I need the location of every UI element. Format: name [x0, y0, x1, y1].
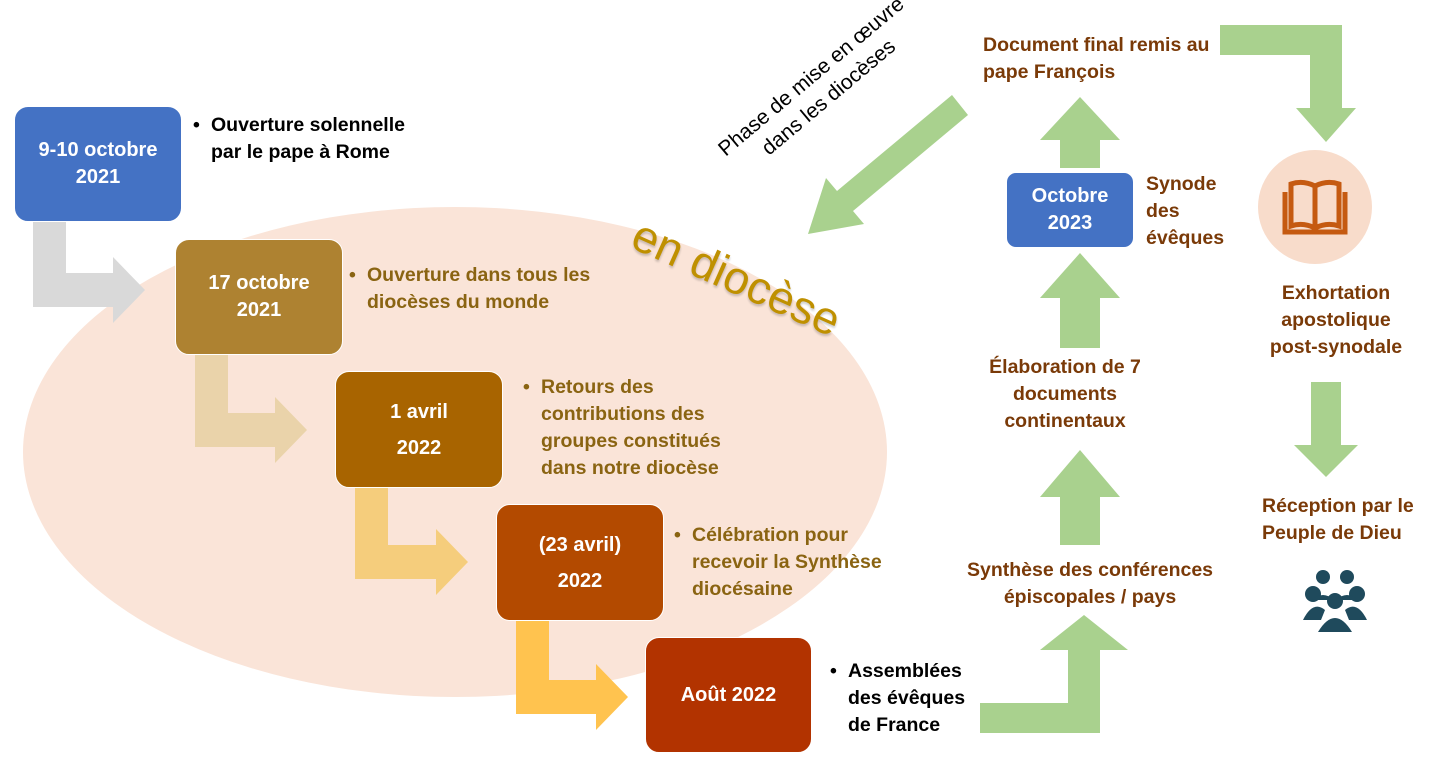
date-line1: Août 2022 [680, 683, 777, 706]
date-line2: 2021 [75, 166, 121, 188]
synode-text: Synode des évêques [1146, 173, 1225, 249]
date-line2: 2021 [236, 299, 282, 321]
timeline-bent-arrow [33, 222, 145, 323]
timeline-bent-arrow [355, 488, 468, 595]
date-line1: Octobre [1031, 185, 1109, 207]
exhortation-text: Exhortation apostolique post-synodale [1269, 282, 1403, 358]
date-box-contributions: 1 avril 2022 [335, 371, 503, 488]
arrow-to-octobre [1040, 253, 1120, 348]
reception-text: Réception par le Peuple de Dieu [1262, 495, 1414, 544]
desc-opening-dioceses: Ouverture dans tous les diocèses du mond… [349, 262, 637, 316]
arrow-to-exhortation [1220, 25, 1356, 142]
date-line2: 2023 [1047, 212, 1093, 234]
elaboration-text: Élaboration de 7 documents continentaux [989, 356, 1141, 432]
arrow-to-synthese [980, 615, 1128, 733]
date-line2: 2022 [396, 436, 442, 459]
arrow-to-elaboration [1040, 450, 1120, 545]
date-box-octobre-2023: Octobre 2023 [1006, 172, 1134, 248]
date-box-assemblees: Août 2022 [645, 637, 812, 753]
people-group-icon [1303, 570, 1367, 632]
document-final-text: Document final remis au pape François [983, 34, 1210, 83]
date-line1: 9-10 octobre [38, 139, 158, 161]
date-box-opening-rome: 9-10 octobre 2021 [14, 106, 182, 222]
date-line1: 17 octobre [208, 272, 310, 294]
arrow-to-reception [1294, 382, 1358, 477]
date-line2: 2022 [557, 569, 603, 592]
date-line1: 1 avril [390, 400, 448, 423]
date-box-opening-dioceses: 17 octobre 2021 [175, 239, 343, 355]
desc-celebration: Célébration pour recevoir la Synthèse di… [674, 522, 922, 603]
timeline-bent-arrow [195, 355, 307, 463]
date-line1: (23 avril) [538, 533, 622, 556]
phase-diagonal-arrow [808, 95, 968, 234]
date-box-celebration: (23 avril) 2022 [496, 504, 664, 621]
timeline-bent-arrow [516, 621, 628, 730]
arrow-to-document-final [1040, 97, 1120, 168]
book-icon [1282, 179, 1348, 235]
synthese-text: Synthèse des conférences épiscopales / p… [966, 559, 1214, 608]
desc-opening-rome: Ouverture solennelle par le pape à Rome [193, 112, 411, 166]
desc-assemblees: Assemblées des évêques de France [830, 658, 988, 739]
desc-contributions: Retours des contributions des groupes co… [523, 374, 751, 482]
